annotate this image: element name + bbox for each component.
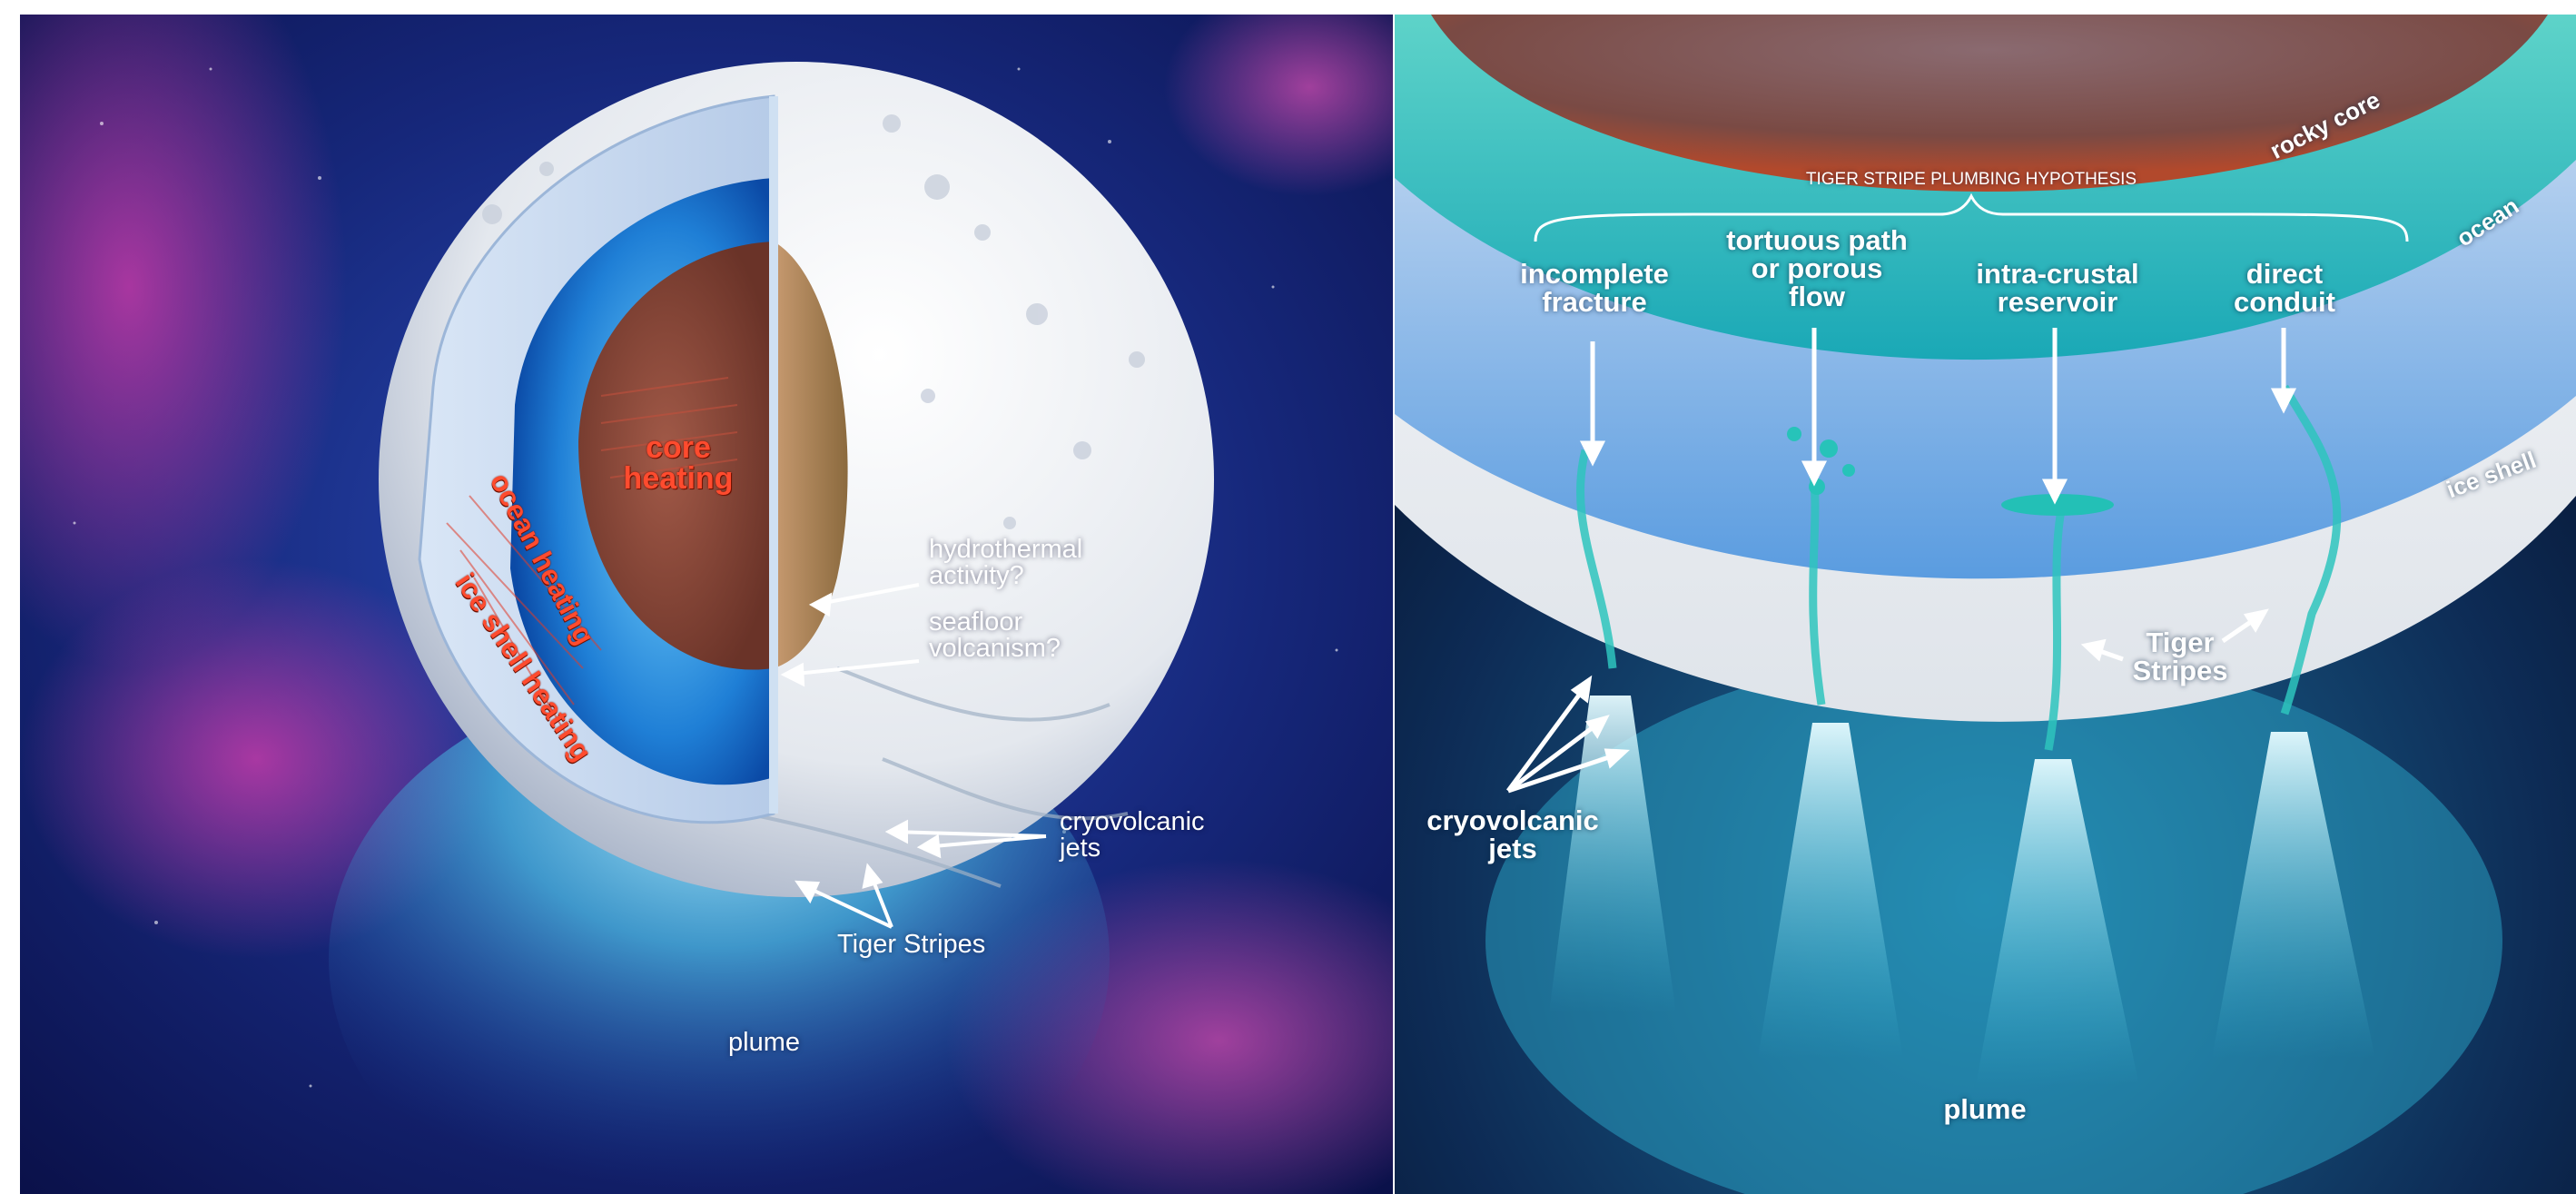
tortuous-path-label: tortuous path or porous flow bbox=[1712, 226, 1921, 311]
tiger-stripes-label: Tiger Stripes bbox=[837, 932, 985, 958]
enceladus-cutaway-panel: core heating ocean heating ice shell hea… bbox=[20, 15, 1393, 1194]
plumbing-cross-section bbox=[1395, 15, 2576, 1194]
hypothesis-title: TIGER STRIPE PLUMBING HYPOTHESIS bbox=[1785, 171, 2157, 188]
intra-crustal-reservoir-label: intra-crustal reservoir bbox=[1958, 260, 2157, 316]
seafloor-volcanism-label: seafloor volcanism? bbox=[929, 609, 1061, 662]
hydrothermal-activity-label: hydrothermal activity? bbox=[929, 537, 1082, 589]
plume-label: plume bbox=[728, 1030, 800, 1056]
incomplete-fracture-label: incomplete fracture bbox=[1504, 260, 1685, 316]
core-heating-label: core heating bbox=[619, 432, 737, 494]
cryovolcanic-jets-label: cryovolcanic jets bbox=[1060, 809, 1205, 862]
plume-label: plume bbox=[1903, 1095, 2067, 1123]
enceladus-cutaway-illustration bbox=[20, 15, 1393, 1194]
direct-conduit-label: direct conduit bbox=[2212, 260, 2357, 316]
cryovolcanic-jets-label: cryovolcanic jets bbox=[1422, 806, 1604, 863]
tiger-stripe-plumbing-panel: TIGER STRIPE PLUMBING HYPOTHESIS incompl… bbox=[1395, 15, 2576, 1194]
tiger-stripes-label: Tiger Stripes bbox=[2121, 628, 2239, 685]
